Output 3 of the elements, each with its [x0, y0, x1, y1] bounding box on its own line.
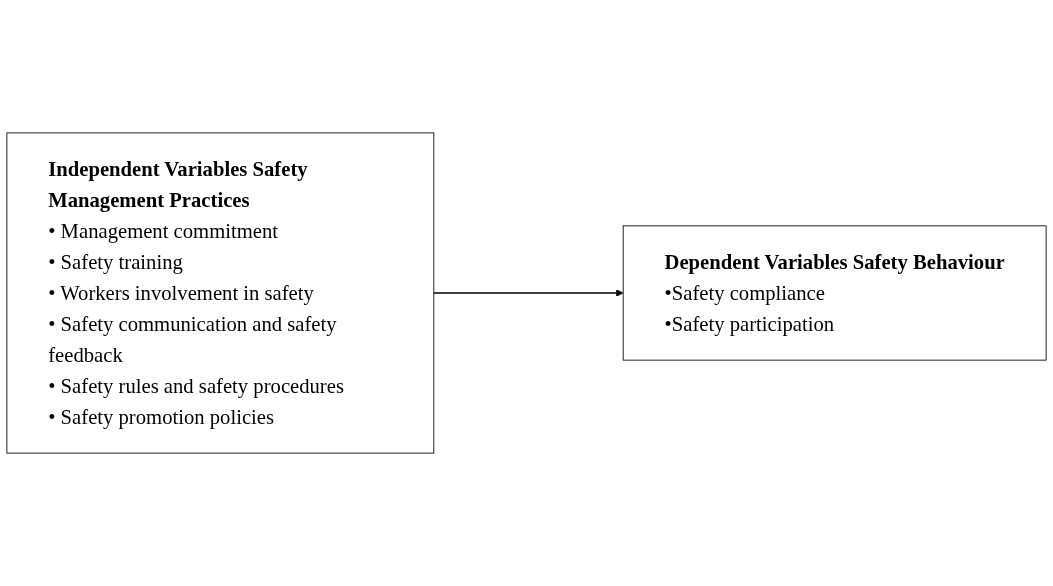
node-box: Independent Variables Safety Management Practices • Management commitment • Safety training • Workers involvement in safety • Safety communication and safety feedback • Safety rules and safety procedures • Safety promotion policies — [6, 132, 435, 454]
node-box: Dependent Variables Safety Behaviour •Safety compliance •Safety participation — [622, 225, 1047, 361]
arrow — [432, 289, 624, 297]
